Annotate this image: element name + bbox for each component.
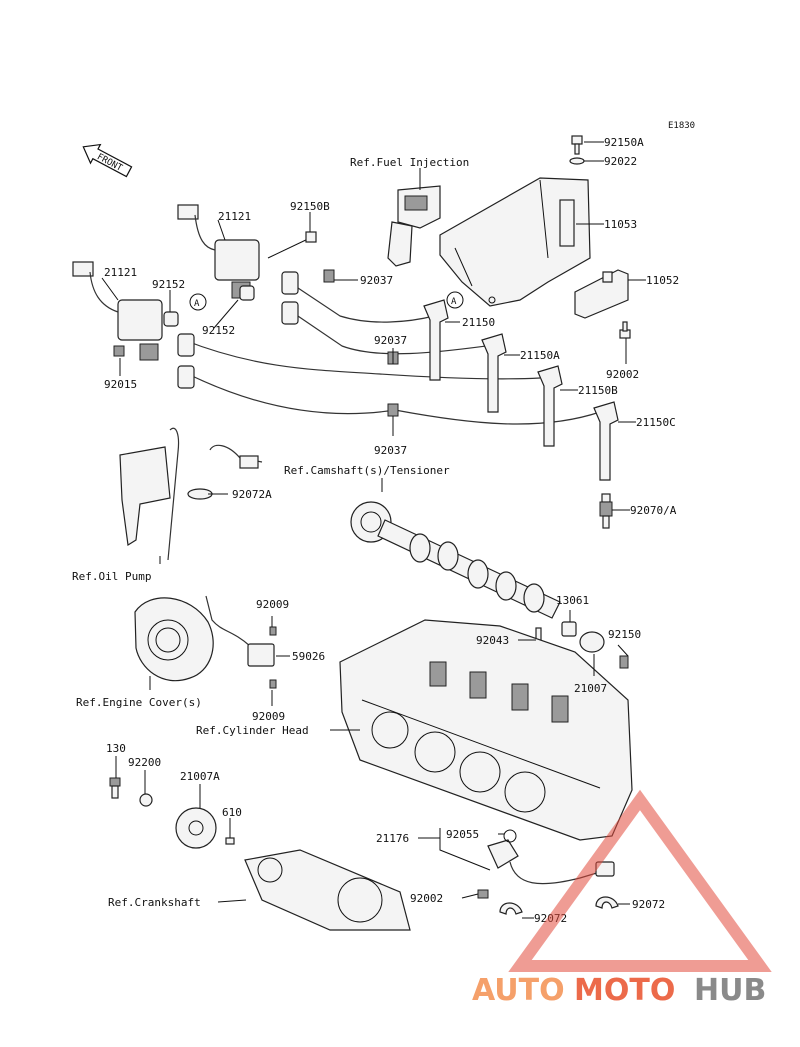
part-labels: 92150A 92022 11053 11052 92002 Ref.Fuel … [72,136,679,925]
sensor-lead [209,444,263,469]
engine-cover [134,597,214,682]
bolt-92002-bottom-icon [477,889,489,899]
watermark-logo: AUTO MOTO HUB [472,789,772,1008]
oil-pump-bracket [119,427,180,561]
label-92070A: 92070/A [630,504,677,517]
label-92043: 92043 [476,634,509,647]
ref-engine-cover: Ref.Engine Cover(s) [76,696,202,709]
rotor-21007 [579,631,605,653]
watermark-moto: MOTO [574,973,675,1008]
label-13061: 13061 [556,594,589,607]
front-arrow-icon: FRONT [82,143,133,178]
label-92072A: 92072A [232,488,272,501]
label-92152-a: 92152 [152,278,185,291]
label-92150A: 92150A [604,136,644,149]
clamp-92037-a [323,269,335,283]
ref-oil-pump: Ref.Oil Pump [72,570,151,583]
label-92022: 92022 [604,155,637,168]
label-21150A: 21150A [520,349,560,362]
coil-bracket [439,177,591,307]
label-92037-b: 92037 [374,334,407,347]
label-92015: 92015 [104,378,137,391]
label-21176: 21176 [376,832,409,845]
label-92002-bottom: 92002 [410,892,443,905]
washer-92022-icon [569,157,585,165]
label-21121-upper: 21121 [218,210,251,223]
bolt-130-icon [109,777,121,799]
label-11053: 11053 [604,218,637,231]
label-11052: 11052 [646,274,679,287]
label-92037-c: 92037 [374,444,407,457]
label-92200: 92200 [128,756,161,769]
bolt-92150-icon [619,655,629,669]
label-92150B: 92150B [290,200,330,213]
screw-92009-a-icon [269,626,277,636]
camshaft [350,501,561,619]
crankshaft [244,849,411,931]
fuel-injection-module [387,185,441,267]
plug-cap-92152-a [163,311,179,327]
callout-a-right: A [446,291,464,309]
diagram-code: E1830 [668,121,695,131]
label-21121-lower: 21121 [104,266,137,279]
key-610-icon [225,837,235,845]
watermark-hub: HUB [694,973,766,1008]
bracket-clamp [574,269,629,319]
label-59026: 59026 [292,650,325,663]
stick-coil-21150C [593,401,619,481]
bolt-92150A-icon [571,135,583,155]
ref-camshaft: Ref.Camshaft(s)/Tensioner [284,464,450,477]
callout-a-left: A [189,293,207,311]
clamp-92072-b-icon [595,896,619,909]
label-610: 610 [222,806,242,819]
label-92037-a: 92037 [360,274,393,287]
plug-cap-92152-b [239,285,255,301]
label-21150C: 21150C [636,416,676,429]
leader-lines [101,141,646,919]
label-92009-a: 92009 [256,598,289,611]
ref-fuel-injection: Ref.Fuel Injection [350,156,469,169]
ignition-coil-21121-lower [72,261,163,361]
nut-92015-icon [113,345,125,357]
label-21150B: 21150B [578,384,618,397]
svg-text:A: A [451,297,457,307]
bolt-92150B-icon [267,231,317,259]
watermark-auto: AUTO [472,973,565,1008]
label-21150: 21150 [462,316,495,329]
pickup-coil-59026 [205,595,275,667]
svg-text:A: A [194,299,200,309]
label-92009-b: 92009 [252,710,285,723]
o-ring-92055-icon [503,829,517,843]
label-92002-top: 92002 [606,368,639,381]
label-92152-b: 92152 [202,324,235,337]
label-92055: 92055 [446,828,479,841]
washer-92200-icon [139,793,153,807]
stick-coil-21150B [537,365,563,447]
ref-crankshaft: Ref.Crankshaft [108,896,201,909]
clamp-92072-a-icon [499,902,523,915]
label-92072-b: 92072 [632,898,665,911]
label-21007: 21007 [574,682,607,695]
ref-cylinder-head: Ref.Cylinder Head [196,724,309,737]
timing-rotor-21007A [175,807,217,849]
label-92150: 92150 [608,628,641,641]
cam-plug-13061 [561,621,577,637]
screw-92009-b-icon [269,679,277,689]
clamp-92037-c [387,403,399,417]
label-130: 130 [106,742,126,755]
label-21007A: 21007A [180,770,220,783]
spark-plug-92070A-icon [599,493,613,529]
stick-coil-21150 [423,299,449,381]
stick-coil-21150A [481,333,507,413]
bolt-92002-top-icon [619,321,631,339]
cylinder-head [339,619,633,841]
